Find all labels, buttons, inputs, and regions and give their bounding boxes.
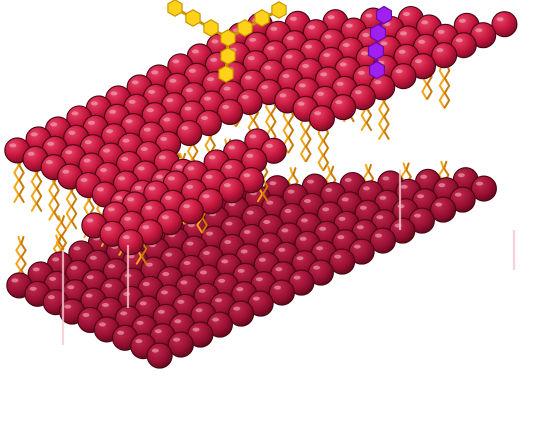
phospholipid-head-icon xyxy=(146,342,173,369)
phospholipid-head-icon xyxy=(176,119,203,147)
phospholipid-head-icon xyxy=(308,105,336,132)
lipid-tail-icon xyxy=(317,125,329,171)
lipid-tail-icon xyxy=(300,116,312,163)
lipid-tail-icon xyxy=(438,62,451,109)
phospholipid-head-icon xyxy=(217,98,244,126)
phospholipid-head-icon xyxy=(349,84,376,111)
phospholipid-head-icon xyxy=(177,198,204,225)
phospholipid-head-icon xyxy=(167,331,194,358)
lipid-tail-icon xyxy=(30,165,43,212)
phospholipid-head-icon xyxy=(329,248,356,275)
phospholipid-head-icon xyxy=(369,227,396,254)
glycoprotein-chain-icon xyxy=(368,5,392,80)
phospholipid-head-icon xyxy=(390,63,417,90)
phospholipid-head-icon xyxy=(470,175,497,202)
lipid-tail-icon xyxy=(65,183,78,230)
phospholipid-head-icon xyxy=(330,94,357,121)
upper-leaflet-heads xyxy=(4,5,518,345)
bottom-leaflet-heads xyxy=(6,167,497,369)
phospholipid-head-icon xyxy=(218,177,245,204)
lipid-tail-icon xyxy=(13,157,25,203)
phospholipid-head-icon xyxy=(117,229,144,256)
phospholipid-head-icon xyxy=(288,269,315,296)
glycolipid-chains xyxy=(167,0,392,83)
phospholipid-head-icon xyxy=(268,279,295,306)
glycolipid-icon xyxy=(167,0,287,83)
lipid-tail-icon xyxy=(15,236,27,278)
phospholipid-head-icon xyxy=(238,167,265,194)
phospholipid-head-icon xyxy=(491,11,518,38)
phospholipid-head-icon xyxy=(206,311,233,338)
lipid-tail-icon xyxy=(48,174,60,221)
phospholipid-head-icon xyxy=(470,22,497,49)
lipid-tail-icon xyxy=(378,93,390,140)
phospholipid-head-icon xyxy=(228,300,255,327)
phospholipid-head-icon xyxy=(431,42,458,69)
phospholipid-head-icon xyxy=(430,196,457,223)
phospholipid-head-icon xyxy=(197,188,224,215)
